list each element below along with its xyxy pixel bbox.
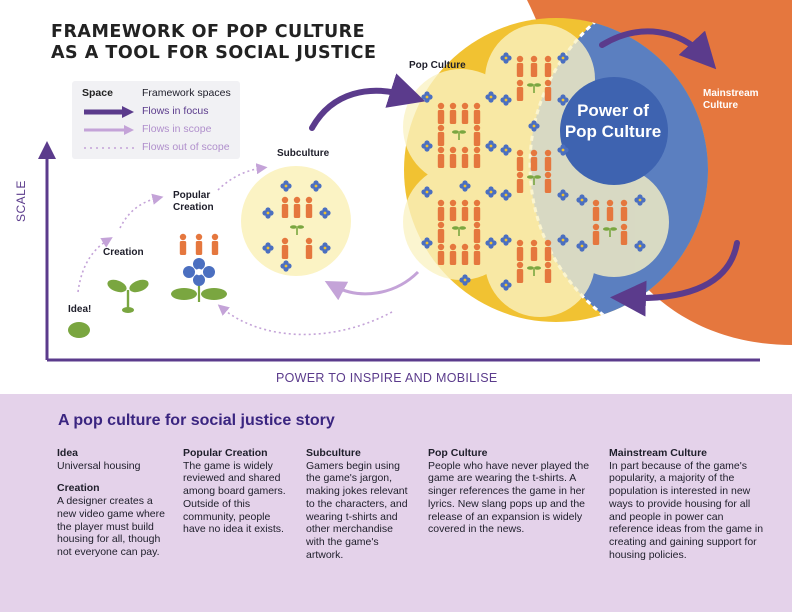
creation-sprout-icon [107, 279, 149, 313]
label-idea: Idea! [68, 304, 92, 315]
flow-creation-to-popular [119, 193, 164, 229]
story-heading-creation: Creation [57, 482, 100, 495]
story-heading-idea: Idea [57, 447, 79, 459]
flow-subculture-to-pop [309, 73, 426, 131]
flow-pop-to-subculture [324, 270, 420, 301]
legend-item-focus: Flows in focus [82, 104, 238, 122]
story-heading-subculture: Subculture [306, 447, 361, 459]
framework-diagram [38, 0, 792, 362]
label-power-of-pop-culture: Power of Pop Culture [564, 101, 662, 141]
story-text-mainstream: In part because of the game's popularity… [609, 459, 764, 561]
legend-item-out-of-scope: Flows out of scope [82, 140, 238, 158]
story-text-creation: A designer creates a new video game wher… [57, 495, 165, 558]
story-heading-popular-creation: Popular Creation [183, 447, 268, 459]
label-pop-culture: Pop Culture [409, 60, 466, 71]
title-line-2: AS A TOOL FOR SOCIAL JUSTICE [51, 43, 377, 63]
flow-mainstream-to-pop [610, 240, 740, 317]
flow-idea-to-creation [77, 237, 113, 293]
popular-creation-icon [171, 233, 227, 302]
title-line-1: FRAMEWORK OF POP CULTURE [51, 22, 366, 42]
x-axis-label: POWER TO INSPIRE AND MOBILISE [276, 371, 498, 385]
flow-popular-to-subculture [217, 163, 268, 191]
story-column-subculture: Subculture Gamers begin using the game's… [306, 447, 414, 561]
story-text-idea: Universal housing [57, 459, 141, 472]
legend-header: Space Framework spaces [82, 86, 238, 104]
legend-header-key: Space [82, 87, 113, 99]
legend: Space Framework spaces Flows in focus Fl… [72, 81, 240, 159]
legend-header-value: Framework spaces [142, 87, 231, 99]
story-column-idea-creation: Idea Universal housing Creation A design… [57, 447, 169, 559]
page-title: FRAMEWORK OF POP CULTURE AS A TOOL FOR S… [51, 22, 376, 64]
flow-pop-to-mainstream [599, 28, 717, 70]
power-circle [560, 77, 668, 185]
story-heading-mainstream: Mainstream Culture [609, 447, 708, 459]
story-panel: A pop culture for social justice story I… [0, 394, 792, 612]
legend-label-focus: Flows in focus [142, 105, 209, 117]
legend-item-scope: Flows in scope [82, 122, 238, 140]
legend-label-scope: Flows in scope [142, 123, 212, 135]
story-title: A pop culture for social justice story [58, 412, 335, 429]
dotted-line-icon [84, 147, 134, 149]
story-text-pop-culture: People who have never played the game ar… [428, 459, 590, 536]
story-column-popular-creation: Popular Creation The game is widely revi… [183, 447, 289, 536]
legend-label-out-of-scope: Flows out of scope [142, 141, 230, 153]
story-column-pop-culture: Pop Culture People who have never played… [428, 447, 590, 536]
subculture-circle [241, 166, 351, 276]
label-subculture: Subculture [277, 148, 330, 159]
label-mainstream-culture: Mainstream Culture [703, 88, 759, 111]
story-heading-pop-culture: Pop Culture [428, 447, 488, 459]
story-text-subculture: Gamers begin using the game's jargon, ma… [306, 459, 408, 561]
thick-arrow-icon [84, 106, 134, 118]
label-creation: Creation [103, 247, 144, 258]
story-column-mainstream: Mainstream Culture In part because of th… [609, 447, 769, 561]
story-text-popular-creation: The game is widely reviewed and shared a… [183, 459, 286, 536]
flow-pop-to-popular-creation [217, 304, 393, 336]
light-arrow-icon [84, 125, 134, 135]
label-popular-creation: Popular Creation [173, 190, 214, 213]
y-axis-label: SCALE [14, 180, 28, 222]
idea-seed-icon [68, 322, 90, 338]
